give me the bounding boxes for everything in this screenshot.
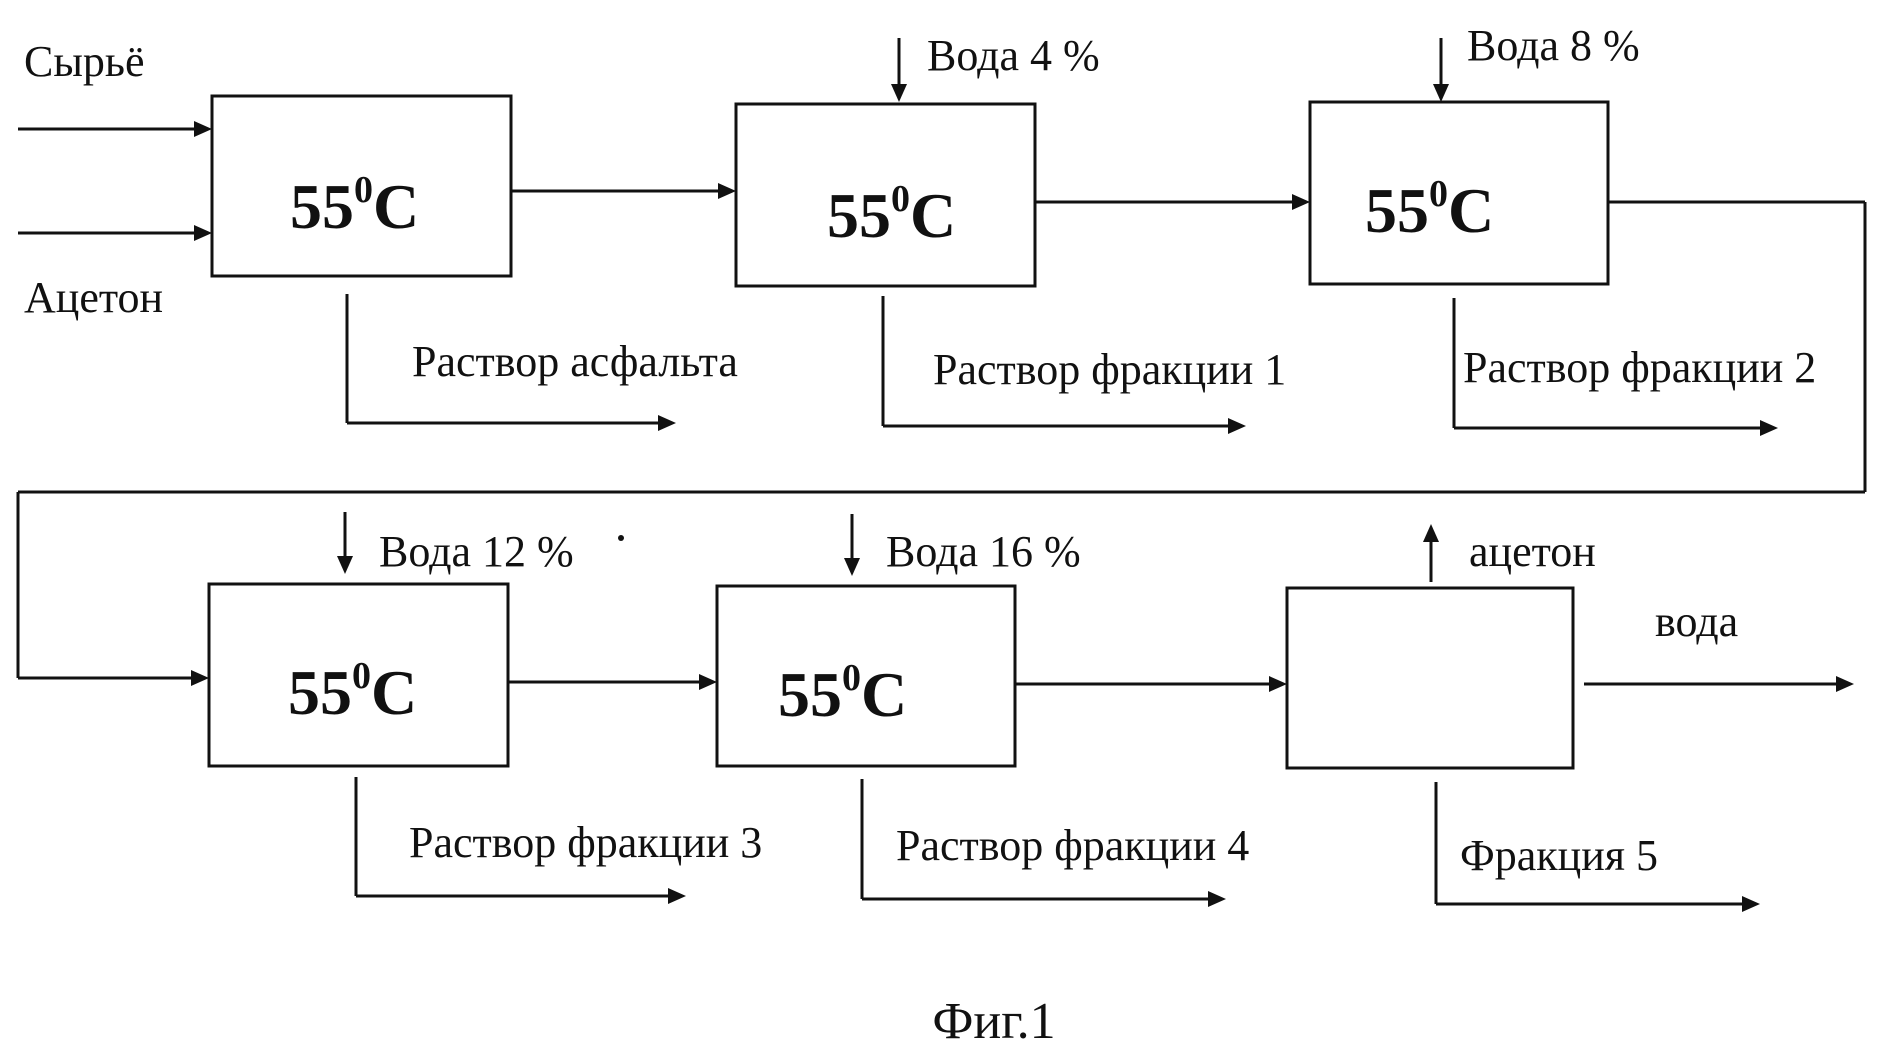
acetone-input-label: Ацетон xyxy=(24,273,163,322)
feed-arrow xyxy=(18,121,212,137)
stage-2-extractor: 550C xyxy=(736,104,1035,286)
stage-2-water-label: Вода 4 % xyxy=(927,31,1100,80)
stage-2-to-stage-3-arrow xyxy=(1035,194,1310,210)
asterisk-mark xyxy=(618,535,624,541)
separator-unit xyxy=(1287,588,1573,768)
stage-3-water-label: Вода 8 % xyxy=(1467,21,1640,70)
stage-3-extractor: 550C xyxy=(1310,102,1608,284)
stage-5-extractor: 550C xyxy=(717,586,1015,766)
stage-4-water-arrow xyxy=(337,512,353,574)
acetone-input-arrow xyxy=(18,225,212,241)
stage-1-outlet-label: Раствор асфальта xyxy=(412,337,738,386)
acetone-output-label: ацетон xyxy=(1469,527,1596,576)
stage-4-to-stage-5-arrow xyxy=(508,674,717,690)
stage-1-to-stage-2-arrow xyxy=(511,183,736,199)
stage-1-extractor: 550C xyxy=(212,96,511,276)
stage-4-extractor: 550C xyxy=(209,584,508,766)
water-output-arrow xyxy=(1584,676,1854,692)
feed-label: Сырьё xyxy=(24,37,145,86)
acetone-output-arrow xyxy=(1423,524,1439,582)
stage-5-water-arrow xyxy=(844,514,860,576)
stage-5-outlet-label: Раствор фракции 4 xyxy=(896,821,1249,870)
stage-4-water-label: Вода 12 % xyxy=(379,527,574,576)
stage-3-outlet-label: Раствор фракции 2 xyxy=(1463,343,1816,392)
stage-5-water-label: Вода 16 % xyxy=(886,527,1081,576)
stage-2-water-arrow xyxy=(891,38,907,102)
figure-caption: Фиг.1 xyxy=(932,993,1055,1049)
stage-2-outlet-label: Раствор фракции 1 xyxy=(933,345,1286,394)
fraction-5-label: Фракция 5 xyxy=(1460,831,1658,880)
stage-4-outlet-label: Раствор фракции 3 xyxy=(409,818,762,867)
stage-5-to-separator-arrow xyxy=(1015,676,1287,692)
stage-3-water-arrow xyxy=(1433,38,1449,102)
water-output-label: вода xyxy=(1655,597,1738,646)
